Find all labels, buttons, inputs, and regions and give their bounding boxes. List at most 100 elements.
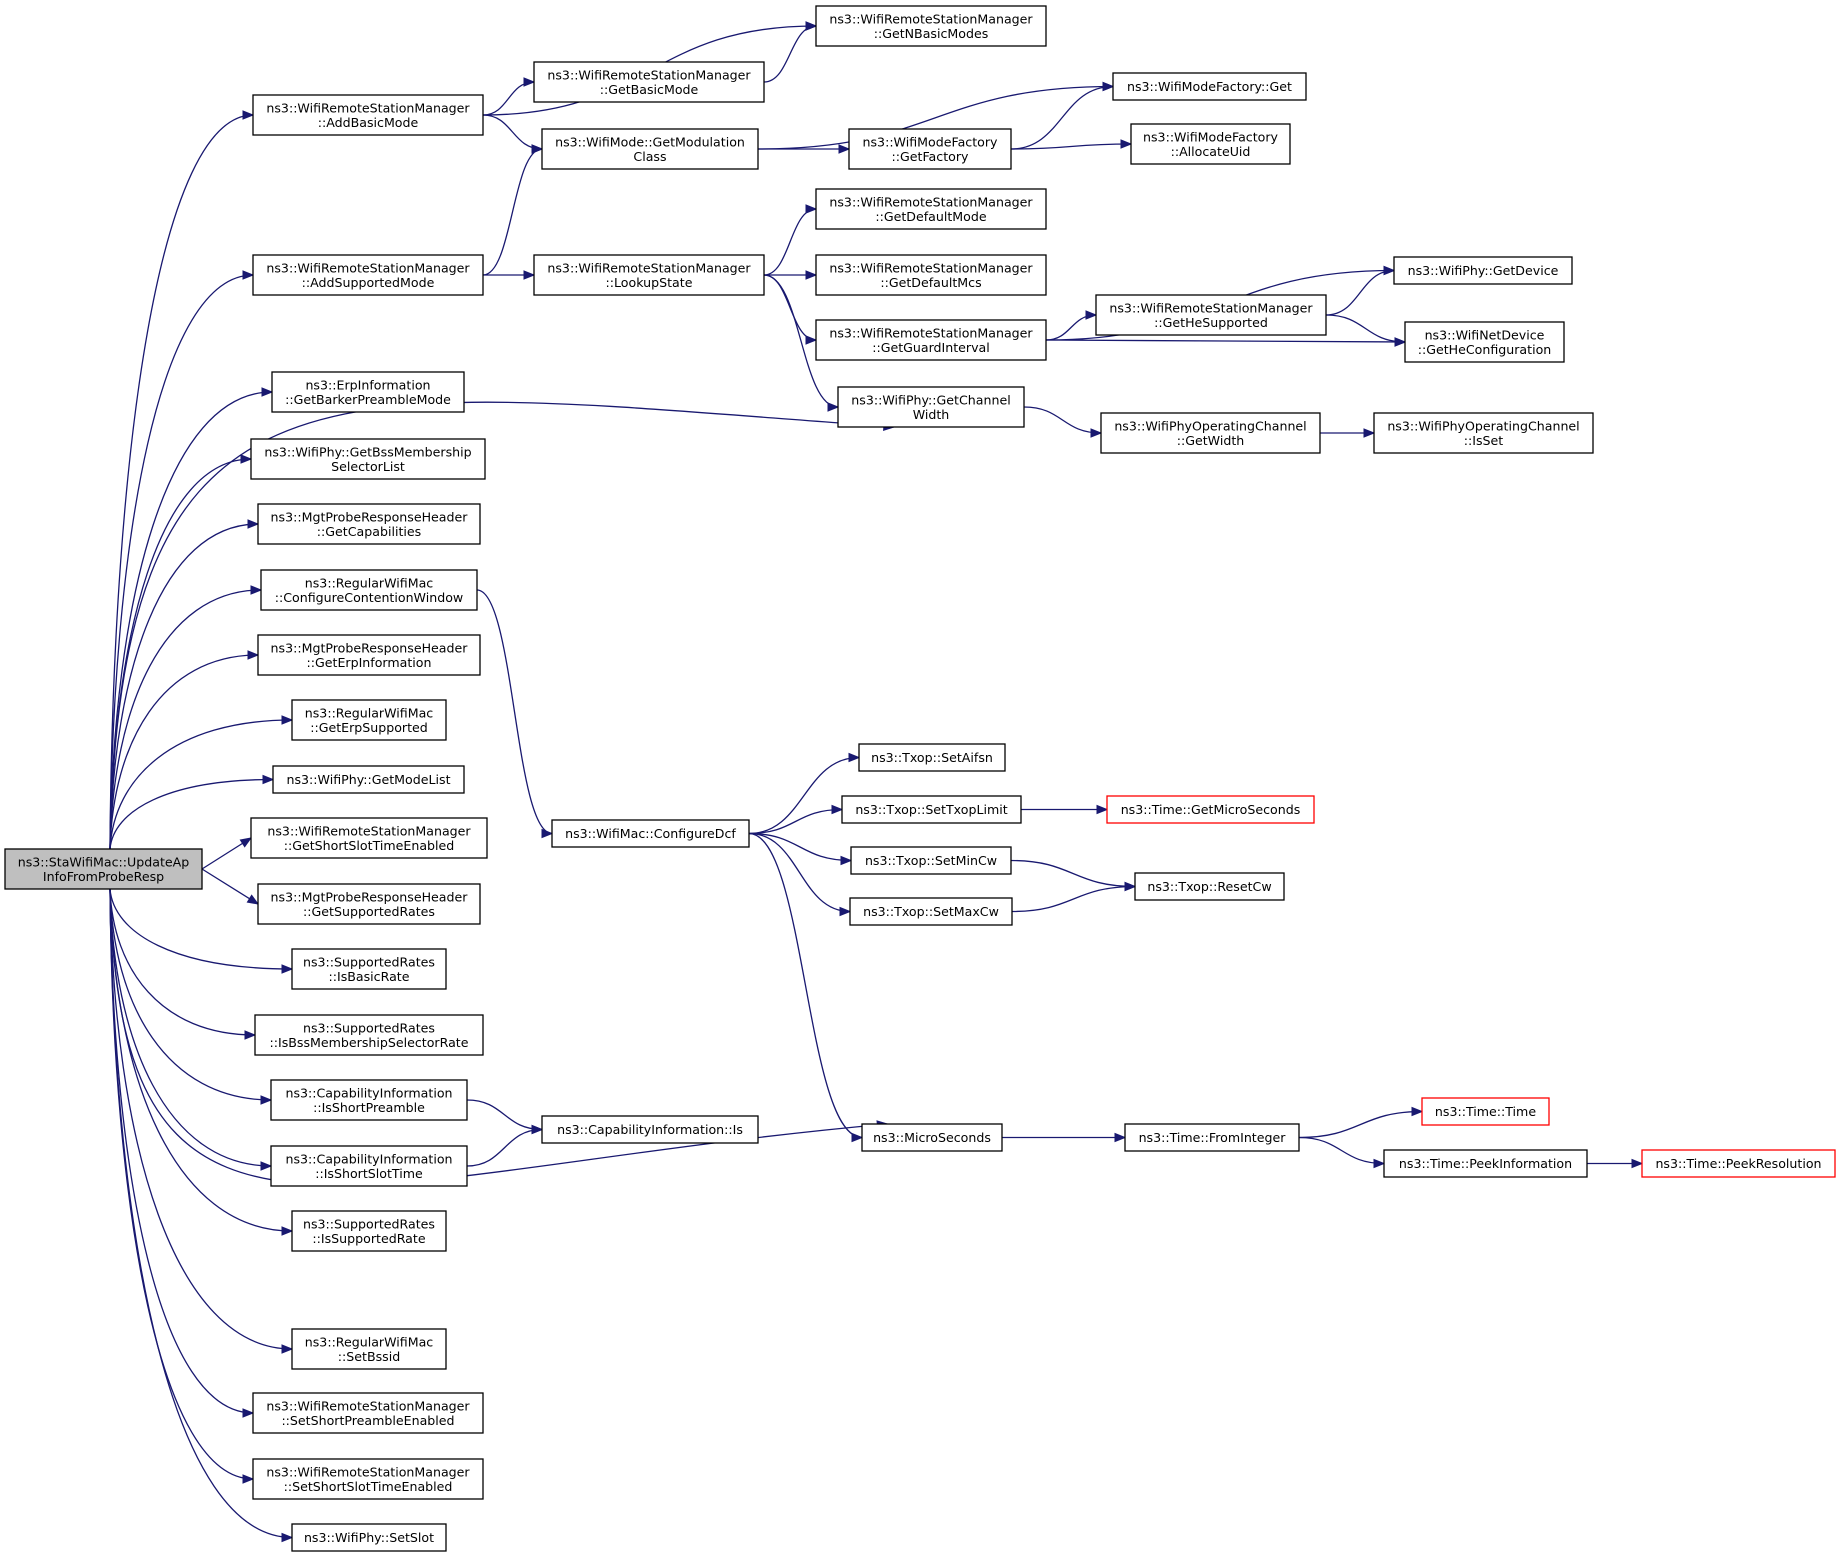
function-node-n46[interactable]: ns3::RegularWifiMac::SetBssid — [291, 1328, 447, 1370]
node-label-line: ns3::SupportedRates — [303, 1216, 435, 1231]
edge-arrowhead — [262, 774, 275, 785]
edge-n9-n12 — [763, 274, 818, 345]
function-node-n35[interactable]: ns3::SupportedRates::IsBasicRate — [291, 948, 447, 990]
node-label-line: ns3::SupportedRates — [303, 1020, 435, 1035]
edge-line — [1325, 314, 1406, 343]
node-label-line: ::IsSet — [1464, 433, 1504, 448]
edge-root-n36 — [109, 888, 257, 1040]
function-node-n12[interactable]: ns3::WifiRemoteStationManager::GetGuardI… — [815, 319, 1047, 361]
function-node-n29[interactable]: ns3::Txop::SetMaxCw — [849, 897, 1013, 926]
node-box — [551, 819, 750, 848]
edge-line — [1010, 859, 1136, 888]
edge-arrowhead — [240, 454, 253, 464]
edge-arrowhead — [1394, 337, 1407, 347]
function-node-n39[interactable]: ns3::CapabilityInformation::IsShortSlotT… — [270, 1145, 468, 1187]
function-node-n25[interactable]: ns3::Txop::SetTxopLimit — [841, 795, 1022, 824]
edge-arrowhead — [1120, 139, 1133, 149]
function-node-n13[interactable]: ns3::WifiPhy::GetDevice — [1393, 256, 1573, 285]
edge-n6-n5 — [1010, 81, 1115, 150]
function-node-n5[interactable]: ns3::WifiModeFactory::Get — [1112, 72, 1307, 101]
function-node-n34[interactable]: ns3::MgtProbeResponseHeader::GetSupporte… — [257, 883, 481, 925]
edge-line — [109, 778, 274, 850]
edge-n22-n23 — [476, 589, 554, 839]
function-node-n26[interactable]: ns3::Time::GetMicroSeconds — [1106, 795, 1315, 824]
edge-arrowhead — [831, 804, 844, 815]
function-node-n48[interactable]: ns3::WifiRemoteStationManager::SetShortS… — [252, 1458, 484, 1500]
function-node-n47[interactable]: ns3::WifiRemoteStationManager::SetShortP… — [252, 1392, 484, 1434]
node-label-line: ::AddBasicMode — [318, 115, 419, 130]
edge-arrowhead — [242, 1474, 255, 1484]
edge-root-n30 — [109, 650, 260, 850]
edge-line — [109, 654, 259, 850]
node-label-line: ::SetShortPreambleEnabled — [281, 1413, 454, 1428]
function-node-n7[interactable]: ns3::WifiModeFactory::AllocateUid — [1130, 123, 1291, 165]
function-node-n24[interactable]: ns3::Txop::SetAifsn — [858, 743, 1006, 772]
function-node-n17[interactable]: ns3::WifiPhyOperatingChannel::GetWidth — [1100, 412, 1321, 454]
edge-line — [109, 523, 259, 850]
function-node-n45[interactable]: ns3::SupportedRates::IsSupportedRate — [291, 1210, 447, 1252]
function-node-n44[interactable]: ns3::Time::PeekResolution — [1641, 1149, 1836, 1178]
edge-n41-n42 — [1298, 1106, 1424, 1139]
edge-arrowhead — [1102, 81, 1115, 92]
function-node-n49[interactable]: ns3::WifiPhy::SetSlot — [291, 1523, 447, 1552]
function-node-n37[interactable]: ns3::CapabilityInformation::IsShortPream… — [270, 1079, 468, 1121]
edge-root-n8 — [109, 270, 255, 850]
function-node-n30[interactable]: ns3::MgtProbeResponseHeader::GetErpInfor… — [257, 634, 481, 676]
edge-root-n49 — [109, 888, 294, 1543]
function-node-n36[interactable]: ns3::SupportedRates::IsBssMembershipSele… — [254, 1014, 484, 1056]
function-node-n23[interactable]: ns3::WifiMac::ConfigureDcf — [551, 819, 750, 848]
function-node-n28[interactable]: ns3::Txop::ResetCw — [1134, 872, 1285, 901]
edge-line — [748, 756, 860, 835]
edge-line — [109, 719, 293, 850]
node-label-line: ::IsBasicRate — [329, 969, 410, 984]
function-node-n11[interactable]: ns3::WifiRemoteStationManager::GetDefaul… — [815, 254, 1047, 296]
function-node-n33[interactable]: ns3::WifiRemoteStationManager::GetShortS… — [250, 817, 488, 859]
node-label-line: ns3::WifiRemoteStationManager — [547, 67, 751, 82]
function-node-n22[interactable]: ns3::RegularWifiMac::ConfigureContention… — [260, 569, 478, 611]
function-node-n18[interactable]: ns3::WifiPhyOperatingChannel::IsSet — [1373, 412, 1594, 454]
function-node-n41[interactable]: ns3::Time::FromInteger — [1124, 1123, 1300, 1152]
edge-root-n33 — [201, 837, 253, 870]
function-node-n14[interactable]: ns3::WifiRemoteStationManager::GetHeSupp… — [1095, 294, 1327, 336]
node-label-line: ns3::CapabilityInformation::Is — [557, 1122, 743, 1137]
function-node-n10[interactable]: ns3::WifiRemoteStationManager::GetDefaul… — [815, 188, 1047, 230]
edge-n25-n26 — [1021, 804, 1109, 815]
node-box — [252, 94, 484, 136]
function-node-n43[interactable]: ns3::Time::PeekInformation — [1383, 1149, 1588, 1178]
function-node-n3[interactable]: ns3::WifiRemoteStationManager::GetBasicM… — [533, 61, 765, 103]
edge-arrowhead — [281, 715, 294, 725]
edge-arrowhead — [247, 519, 260, 529]
node-label-line: ns3::SupportedRates — [303, 954, 435, 969]
function-node-n6[interactable]: ns3::WifiModeFactory::GetFactory — [848, 128, 1012, 170]
node-label-line: ns3::WifiRemoteStationManager — [829, 325, 1033, 340]
node-label-line: ns3::Txop::SetMaxCw — [863, 904, 999, 919]
function-node-n2[interactable]: ns3::WifiRemoteStationManager::GetNBasic… — [815, 5, 1047, 47]
function-node-n1[interactable]: ns3::WifiRemoteStationManager::AddBasicM… — [252, 94, 484, 136]
function-node-n15[interactable]: ns3::WifiNetDevice::GetHeConfiguration — [1404, 321, 1565, 363]
node-label-line: ns3::MgtProbeResponseHeader — [271, 889, 469, 904]
function-node-n38[interactable]: ns3::CapabilityInformation::Is — [541, 1115, 759, 1144]
function-node-n40[interactable]: ns3::MicroSeconds — [861, 1123, 1003, 1152]
function-node-n9[interactable]: ns3::WifiRemoteStationManager::LookupSta… — [533, 254, 765, 296]
function-node-n19[interactable]: ns3::ErpInformation::GetBarkerPreambleMo… — [271, 371, 465, 413]
function-node-n20[interactable]: ns3::WifiPhy::GetBssMembershipSelectorLi… — [250, 438, 486, 480]
function-node-n8[interactable]: ns3::WifiRemoteStationManager::AddSuppor… — [252, 254, 484, 296]
edges-layer — [109, 21, 1644, 1543]
edge-n23-n27 — [748, 832, 853, 866]
edge-root-n32 — [109, 774, 275, 850]
node-label-line: ns3::CapabilityInformation — [285, 1085, 452, 1100]
function-node-root[interactable]: ns3::StaWifiMac::UpdateApInfoFromProbeRe… — [4, 848, 203, 890]
function-node-n42[interactable]: ns3::Time::Time — [1421, 1097, 1550, 1126]
function-node-n32[interactable]: ns3::WifiPhy::GetModeList — [272, 765, 465, 794]
function-node-n27[interactable]: ns3::Txop::SetMinCw — [850, 846, 1012, 875]
edge-arrowhead — [840, 855, 853, 866]
function-node-n31[interactable]: ns3::RegularWifiMac::GetErpSupported — [291, 699, 447, 741]
edge-root-n22 — [109, 585, 263, 850]
node-label-line: ns3::WifiRemoteStationManager — [266, 100, 470, 115]
node-box — [272, 765, 465, 794]
edge-n43-n44 — [1587, 1158, 1644, 1169]
node-label-line: ns3::Time::Time — [1435, 1104, 1536, 1119]
function-node-n21[interactable]: ns3::MgtProbeResponseHeader::GetCapabili… — [257, 503, 481, 545]
